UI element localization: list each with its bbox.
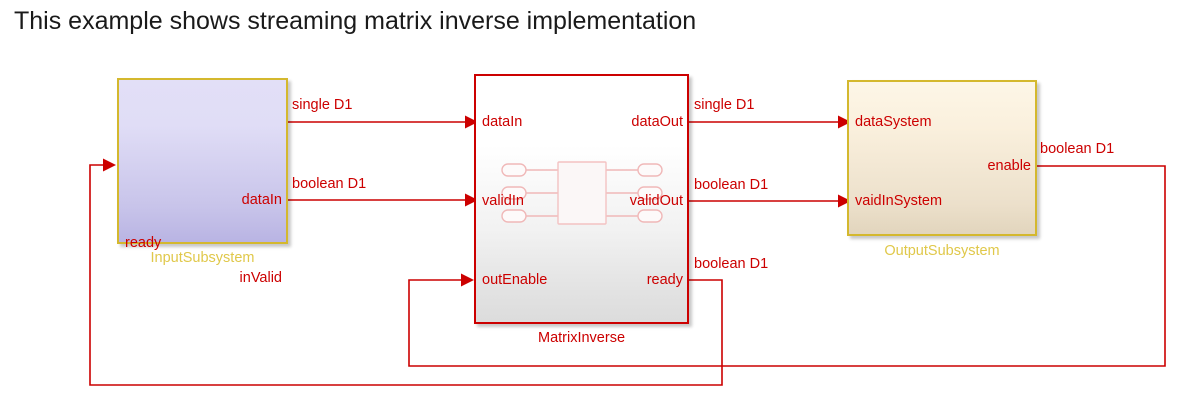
port-label-matrix-ready: ready: [646, 272, 683, 288]
signal-label-single-d1-input-out: single D1: [292, 97, 353, 113]
block-output-subsystem-body: [847, 80, 1037, 236]
signal-label-boolean-d1-validout: boolean D1: [694, 177, 769, 193]
port-label-output-datasystem: dataSystem: [855, 114, 932, 130]
wire-boolean-d1-validout-to-vaidinsystem: [689, 194, 851, 208]
signal-label-boolean-d1-enable: boolean D1: [1040, 141, 1115, 157]
signal-label-boolean-d1-invalid: boolean D1: [292, 176, 367, 192]
page-title: This example shows streaming matrix inve…: [14, 7, 697, 35]
port-label-matrix-outenable: outEnable: [482, 272, 548, 288]
port-label-output-vaidinsystem: vaidInSystem: [855, 193, 943, 209]
port-label-matrix-dataout: dataOut: [631, 114, 683, 130]
block-input-subsystem[interactable]: ready dataIn inValid: [117, 78, 288, 286]
signal-label-single-d1-dataout: single D1: [694, 97, 755, 113]
port-label-input-datain: dataIn: [241, 192, 282, 208]
block-output-subsystem[interactable]: dataSystem vaidInSystem enable: [847, 80, 1037, 236]
port-label-matrix-validout: validOut: [629, 193, 683, 209]
block-caption-matrix-inverse: MatrixInverse: [537, 330, 626, 346]
port-label-matrix-validin: validIn: [482, 193, 524, 209]
wire-boolean-d1-ready-feedback: [89, 158, 723, 386]
port-label-input-ready: ready: [125, 235, 162, 251]
port-label-matrix-datain: dataIn: [482, 114, 523, 130]
block-input-subsystem-body: [117, 78, 288, 244]
port-label-input-invalid: inValid: [239, 270, 282, 286]
wire-single-d1-input-to-matrix: [288, 115, 478, 129]
wire-boolean-d1-enable-feedback: [408, 165, 1166, 367]
wire-boolean-d1-invalid-to-validin: [288, 193, 478, 207]
block-caption-input-subsystem: InputSubsystem: [150, 250, 255, 266]
wire-single-d1-matrix-to-output: [689, 115, 851, 129]
port-label-output-enable: enable: [987, 158, 1031, 174]
signal-label-boolean-d1-ready: boolean D1: [694, 256, 769, 272]
block-matrix-inverse[interactable]: dataIn validIn outEnable dataOut validOu…: [474, 74, 689, 324]
block-caption-output-subsystem: OutputSubsystem: [884, 243, 1000, 259]
